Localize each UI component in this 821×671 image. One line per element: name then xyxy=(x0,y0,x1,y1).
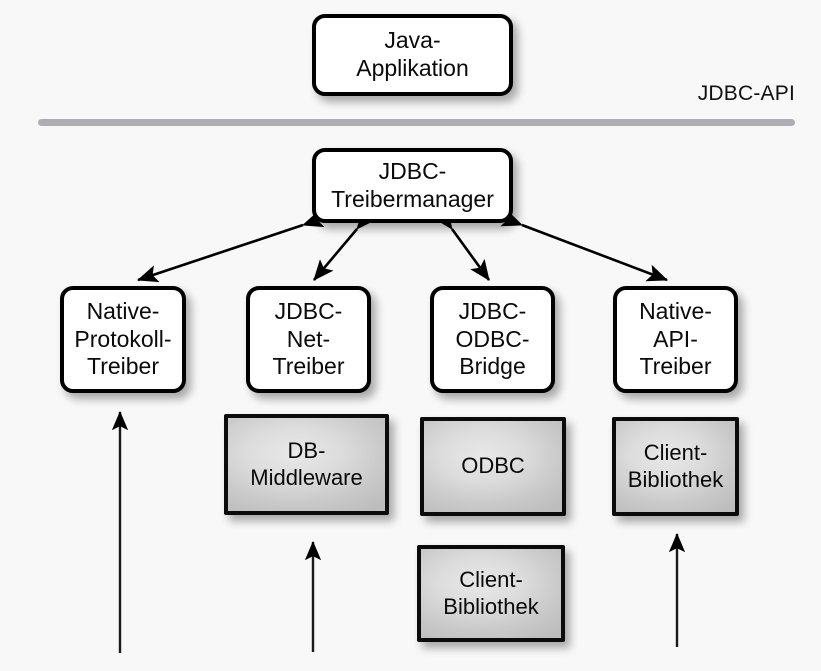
edge-manager-native-api xyxy=(500,209,668,282)
node-db-middleware[interactable]: DB- Middleware xyxy=(224,414,389,515)
node-odbc[interactable]: ODBC xyxy=(420,417,566,516)
node-native-api-driver-label: Native- API- Treiber xyxy=(639,298,712,380)
edge-manager-native-protocol xyxy=(137,210,325,283)
node-jdbc-odbc-bridge-label: JDBC- ODBC- Bridge xyxy=(455,298,530,380)
node-client-library-center-label: Client- Bibliothek xyxy=(443,567,539,619)
node-jdbc-net-driver-label: JDBC- Net- Treiber xyxy=(272,298,345,380)
node-jdbc-net-driver[interactable]: JDBC- Net- Treiber xyxy=(246,286,371,393)
edge-manager-jdbc-odbc xyxy=(433,207,491,281)
node-db-middleware-label: DB- Middleware xyxy=(250,438,363,490)
node-jdbc-odbc-bridge[interactable]: JDBC- ODBC- Bridge xyxy=(430,286,555,393)
node-jdbc-driver-manager[interactable]: JDBC- Treibermanager xyxy=(312,148,513,223)
node-client-library-right-label: Client- Bibliothek xyxy=(627,440,724,492)
node-jdbc-driver-manager-label: JDBC- Treibermanager xyxy=(331,157,494,212)
node-client-library-center[interactable]: Client- Bibliothek xyxy=(417,545,565,642)
node-native-protocol-driver[interactable]: Native- Protokoll- Treiber xyxy=(60,286,186,393)
node-native-protocol-driver-label: Native- Protokoll- Treiber xyxy=(74,298,172,380)
node-odbc-label: ODBC xyxy=(461,453,525,479)
jdbc-api-separator xyxy=(38,119,795,126)
jdbc-api-label: JDBC-API xyxy=(697,82,795,105)
node-java-application[interactable]: Java- Applikation xyxy=(312,14,513,96)
node-java-application-label: Java- Applikation xyxy=(356,27,469,81)
node-native-api-driver[interactable]: Native- API- Treiber xyxy=(613,286,738,393)
node-client-library-right[interactable]: Client- Bibliothek xyxy=(612,417,739,516)
edge-manager-jdbc-net xyxy=(313,208,377,281)
